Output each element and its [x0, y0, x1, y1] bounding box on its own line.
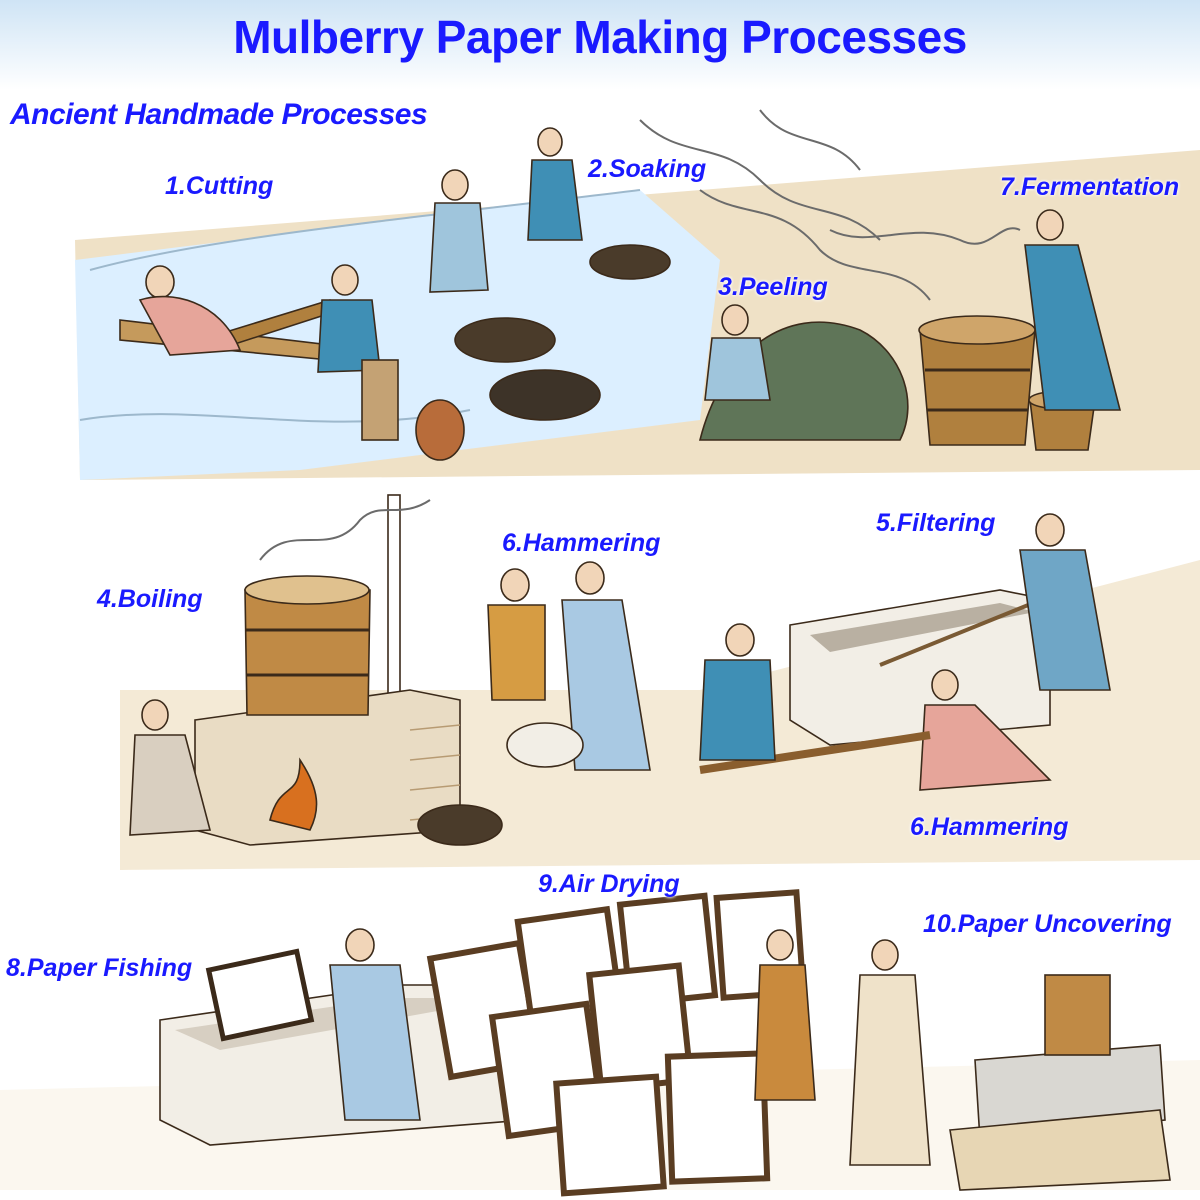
scene-sheets	[0, 889, 1200, 1197]
scene-workshop	[120, 494, 1200, 870]
step-label-hammering-1: 6.Hammering	[502, 529, 661, 557]
step-label-cutting: 1.Cutting	[165, 172, 274, 200]
scene-riverbank	[75, 109, 1200, 480]
step-label-boiling: 4.Boiling	[97, 585, 203, 613]
step-label-fermentation: 7.Fermentation	[1000, 173, 1180, 201]
header-wash	[0, 0, 1200, 90]
step-label-paper-uncovering: 10.Paper Uncovering	[923, 910, 1172, 938]
step-label-paper-fishing: 8.Paper Fishing	[6, 954, 193, 982]
step-label-air-drying: 9.Air Drying	[538, 870, 680, 898]
step-label-peeling: 3.Peeling	[718, 273, 828, 301]
page-title: Mulberry Paper Making Processes	[233, 11, 967, 63]
step-label-hammering-2: 6.Hammering	[910, 813, 1069, 841]
step-label-soaking: 2.Soaking	[588, 155, 707, 183]
page-subtitle: Ancient Handmade Processes	[10, 98, 428, 131]
step-label-filtering: 5.Filtering	[876, 509, 996, 537]
